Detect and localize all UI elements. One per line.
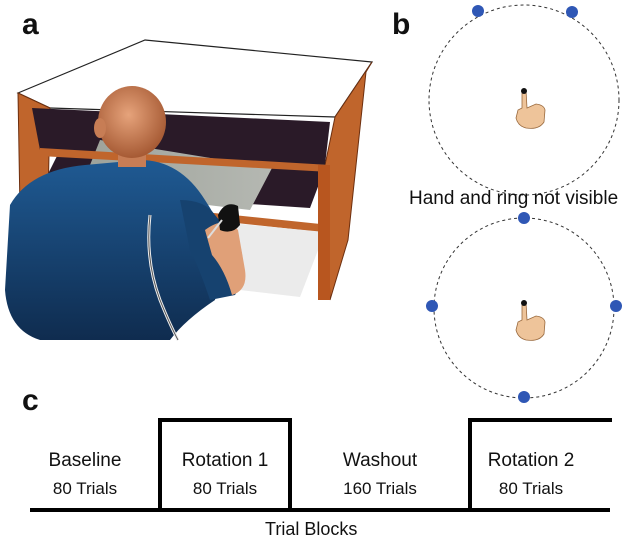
visibility-caption: Hand and ring not visible [409, 188, 619, 209]
target-dot [518, 391, 530, 403]
target-dot [518, 212, 530, 224]
block-trials: 80 Trials [192, 479, 258, 498]
table-shelf [40, 148, 330, 172]
target-dot [426, 300, 438, 312]
block-label: Baseline 80 Trials [30, 450, 140, 500]
person-ear [94, 118, 106, 138]
block-name: Rotation 1 [181, 450, 269, 471]
panel-letter-b: b [392, 8, 411, 41]
block-trials: 80 Trials [498, 479, 564, 498]
axis-label: Trial Blocks [265, 519, 358, 539]
tabletop [16, 39, 374, 118]
block-label: Rotation 1 80 Trials [162, 450, 288, 500]
rotation-1-block [158, 418, 292, 510]
target-dot [566, 6, 578, 18]
stylus [207, 219, 223, 239]
table-lower [220, 222, 325, 297]
block-trials: 160 Trials [343, 479, 417, 498]
block-name: Washout [342, 450, 418, 471]
table-leg [318, 165, 330, 300]
person-glove [218, 204, 240, 232]
block-trials: 80 Trials [52, 479, 118, 498]
target-dot [472, 5, 484, 17]
block-label: Washout 160 Trials [320, 450, 440, 500]
block-name: Baseline [48, 450, 122, 471]
person-torso [5, 160, 225, 340]
pointing-hand-icon [515, 88, 546, 129]
pointing-hand-icon [515, 300, 546, 341]
target-ring-top [428, 4, 620, 196]
person-head [98, 86, 166, 158]
block-label: Rotation 2 80 Trials [472, 450, 590, 500]
cable-outline [148, 214, 179, 341]
panel-letter-c: c [22, 384, 39, 417]
block-name: Rotation 2 [487, 450, 575, 471]
person-forearm [205, 222, 246, 295]
target-dot [610, 300, 622, 312]
rotation-2-block [468, 418, 612, 510]
panel-letter-a: a [22, 8, 39, 41]
